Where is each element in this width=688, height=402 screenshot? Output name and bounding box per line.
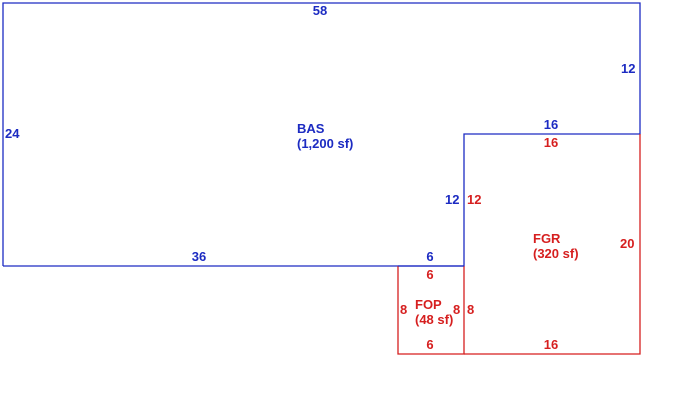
fgr-area-size: (320 sf)	[533, 246, 579, 261]
dim-fop-left: 8	[400, 302, 408, 317]
fgr-outline	[464, 134, 641, 355]
dim-bas-right: 12	[621, 61, 636, 76]
dim-bas-bottom: 36	[191, 249, 207, 264]
fop-outline	[397, 266, 465, 355]
fgr-area-name: FGR	[533, 231, 561, 246]
dim-bas-top: 58	[312, 3, 328, 18]
fop-area-size: (48 sf)	[415, 312, 454, 327]
dim-fgr-top: 16	[543, 135, 559, 150]
dim-fop-right-outer: 8	[467, 302, 475, 317]
dim-fgr-bottom: 16	[543, 337, 559, 352]
dim-bas-step-top: 16	[543, 117, 559, 132]
dim-bas-left: 24	[5, 126, 20, 141]
dim-fop-right-inner: 8	[453, 302, 461, 317]
dim-bas-fop-shared: 6	[426, 249, 434, 264]
dim-bas-step-vertical: 12	[445, 192, 460, 207]
dim-fgr-left: 12	[467, 192, 482, 207]
dim-fgr-right: 20	[620, 236, 635, 251]
bas-area-size: (1,200 sf)	[297, 136, 354, 151]
dim-fop-top: 6	[426, 267, 434, 282]
fop-area-name: FOP	[415, 297, 442, 312]
dim-fop-bottom: 6	[426, 337, 434, 352]
bas-area-name: BAS	[297, 121, 325, 136]
